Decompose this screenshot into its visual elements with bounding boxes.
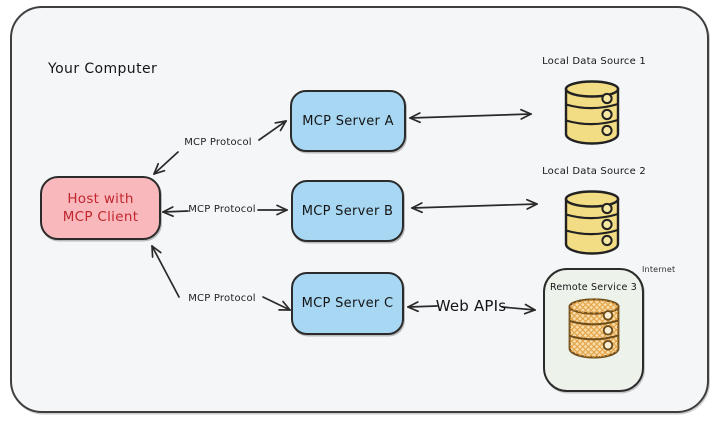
- web-apis-label: Web APIs: [435, 297, 507, 315]
- local-data-source-2-label: Local Data Source 2: [542, 166, 646, 177]
- database-icon: [564, 80, 620, 145]
- mcp-protocol-label-2: MCP Protocol: [188, 204, 256, 215]
- internet-zone-label: Internet: [642, 265, 676, 274]
- mcp-protocol-label-3: MCP Protocol: [188, 293, 256, 304]
- local-data-source-1-label: Local Data Source 1: [542, 56, 646, 67]
- mcp-server-a-node: MCP Server A: [290, 90, 406, 152]
- remote-service-label: Remote Service 3: [549, 282, 638, 293]
- host-label: Host with MCP Client: [62, 190, 139, 225]
- host-with-mcp-client-node: Host with MCP Client: [40, 176, 161, 240]
- mcp-server-c-node: MCP Server C: [291, 272, 404, 335]
- database-icon: [568, 298, 619, 359]
- mcp-protocol-label-1: MCP Protocol: [184, 137, 252, 148]
- remote-service-node: Remote Service 3: [543, 268, 644, 392]
- your-computer-label: Your Computer: [48, 61, 158, 77]
- mcp-server-b-node: MCP Server B: [291, 180, 404, 242]
- database-icon: [564, 190, 620, 255]
